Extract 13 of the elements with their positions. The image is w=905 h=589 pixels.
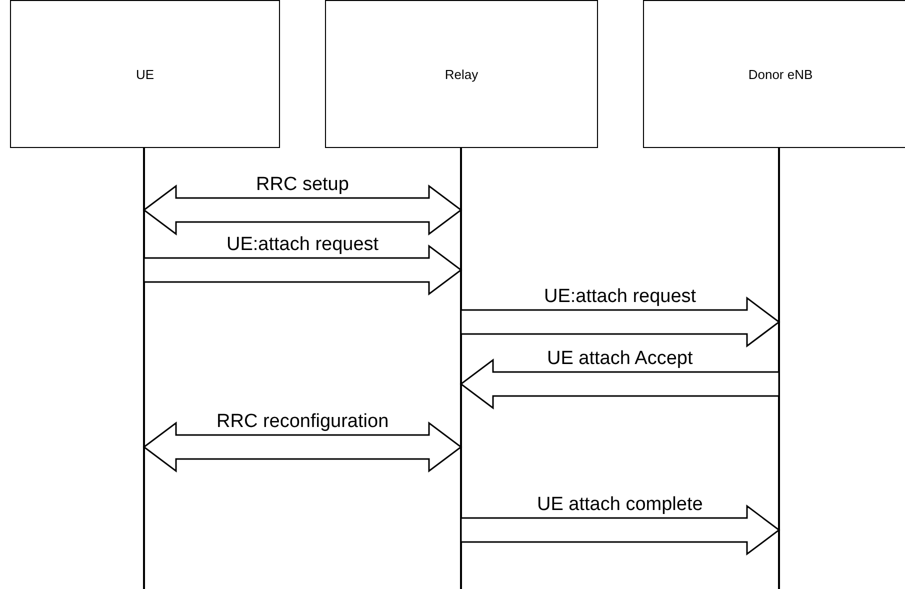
edge-label: UE attach Accept	[545, 349, 695, 369]
edge-label: UE attach complete	[535, 495, 705, 515]
participant-name: Donor eNB	[748, 66, 813, 82]
block-arrow	[460, 296, 780, 348]
participant-name: Relay	[444, 66, 478, 82]
edge-label: UE:attach request	[542, 287, 698, 307]
edge-label: UE:attach request	[224, 235, 381, 255]
block-arrow	[460, 504, 780, 556]
block-arrow	[142, 422, 462, 472]
participant-name: UE	[136, 66, 154, 82]
block-arrow	[142, 184, 462, 236]
block-arrow	[460, 358, 780, 410]
block-arrow	[143, 244, 462, 296]
